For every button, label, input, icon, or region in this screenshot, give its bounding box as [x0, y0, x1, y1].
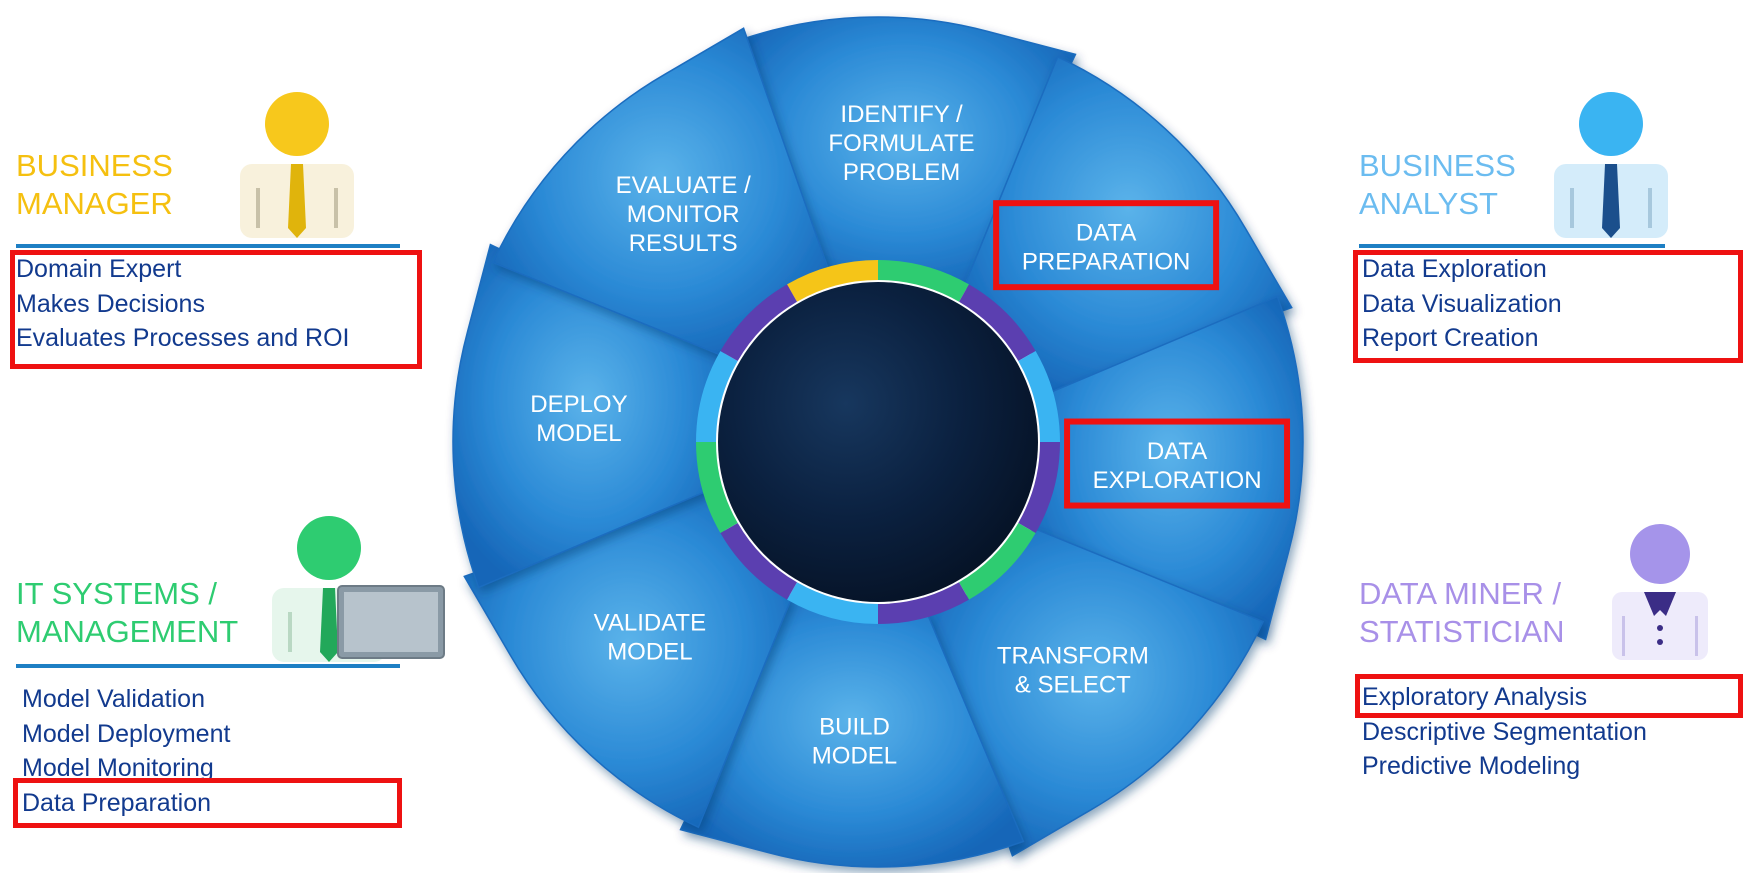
stage-highlight-data-preparation — [993, 200, 1220, 291]
data-miner-icon — [1612, 524, 1708, 660]
ring-arc — [787, 582, 879, 624]
stage-highlight-data-exploration — [1064, 418, 1291, 509]
it-systems-title-line: MANAGEMENT — [16, 614, 239, 649]
list-item: Data Preparation — [22, 788, 212, 817]
ring-arc — [720, 284, 798, 362]
business-analyst-icon — [1554, 92, 1668, 238]
data-miner-title: DATA MINER / STATISTICIAN — [1359, 575, 1565, 651]
data-miner-items: Exploratory Analysis Descriptive Segment… — [1362, 680, 1647, 784]
business-analyst-highlight — [1353, 250, 1743, 363]
it-systems-title: IT SYSTEMS / MANAGEMENT — [16, 575, 238, 651]
list-item: Model Monitoring — [22, 754, 214, 782]
list-item: Predictive Modeling — [1362, 752, 1581, 780]
list-item: Data Visualization — [1362, 289, 1562, 318]
business-manager-title-line: MANAGER — [16, 186, 173, 221]
list-item: Report Creation — [1362, 324, 1539, 352]
it-systems-items: Model Validation Model Deployment Model … — [22, 682, 230, 820]
ring-arc — [787, 260, 879, 302]
ring-arc — [720, 522, 798, 600]
business-manager-items: Domain Expert Makes Decisions Evaluates … — [16, 252, 350, 356]
list-item: Data Exploration — [1362, 255, 1547, 283]
ring-arc — [1018, 351, 1060, 443]
business-analyst-title: BUSINESS ANALYST — [1359, 147, 1516, 223]
it-systems-rule — [16, 664, 400, 668]
ring-arc — [877, 260, 969, 302]
business-analyst-title-line: ANALYST — [1359, 186, 1498, 221]
business-manager-highlight — [10, 250, 422, 369]
business-analyst-rule — [1359, 244, 1665, 248]
ring-arc — [958, 522, 1036, 600]
business-manager-title-line: BUSINESS — [16, 148, 173, 183]
it-systems-highlight — [13, 778, 402, 828]
it-systems-title-line: IT SYSTEMS / — [16, 576, 217, 611]
business-analyst-items: Data Exploration Data Visualization Repo… — [1362, 252, 1562, 356]
list-item: Evaluates Processes and ROI — [16, 324, 350, 352]
list-item: Descriptive Segmentation — [1362, 717, 1647, 746]
data-miner-title-line: DATA MINER / — [1359, 576, 1562, 611]
ring-arc — [696, 441, 738, 533]
list-item: Model Deployment — [22, 719, 231, 748]
ring-arc — [1018, 441, 1060, 533]
business-manager-rule — [16, 244, 400, 248]
business-manager-title: BUSINESS MANAGER — [16, 147, 173, 223]
ring-arc — [696, 351, 738, 443]
data-miner-title-line: STATISTICIAN — [1359, 614, 1565, 649]
business-analyst-title-line: BUSINESS — [1359, 148, 1516, 183]
business-manager-icon — [240, 92, 354, 238]
wheel-core — [718, 282, 1038, 602]
list-item: Domain Expert — [16, 255, 182, 283]
it-systems-icon — [272, 516, 445, 662]
list-item: Model Validation — [22, 685, 205, 713]
stage-label-transform-select: TRANSFORM& SELECT — [997, 643, 1149, 699]
data-miner-highlight — [1355, 674, 1743, 718]
ring-arc — [958, 284, 1036, 362]
list-item: Exploratory Analysis — [1362, 683, 1588, 711]
ring-arc — [877, 582, 969, 624]
list-item: Makes Decisions — [16, 289, 205, 318]
